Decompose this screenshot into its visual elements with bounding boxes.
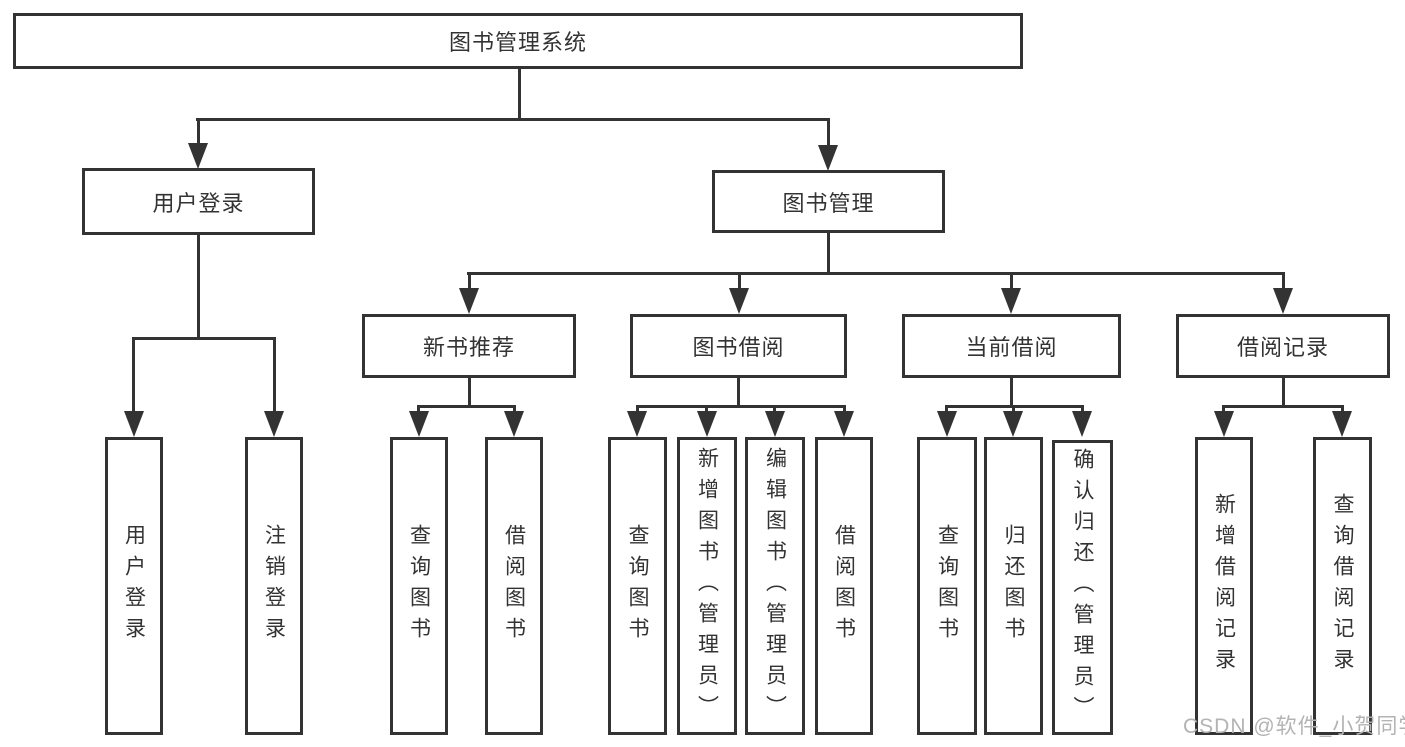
- arrow-down-icon: [1072, 411, 1092, 437]
- leaf-label: 新增图书（管理员）: [695, 446, 719, 726]
- arrow-down-icon: [124, 411, 144, 437]
- leaf-label: 查询借阅记录: [1331, 493, 1354, 679]
- leaf-label: 编辑图书（管理员）: [763, 446, 787, 726]
- arrow-down-icon: [1332, 411, 1352, 437]
- leaf-logout: 注销登录: [245, 437, 303, 735]
- connector-line: [417, 405, 516, 408]
- arrow-down-icon: [409, 411, 429, 437]
- arrow-down-icon: [818, 145, 838, 171]
- connector-line: [518, 69, 521, 118]
- connector-line: [1341, 405, 1344, 414]
- arrow-down-icon: [459, 288, 479, 314]
- arrow-down-icon: [264, 411, 284, 437]
- connector-line: [827, 118, 830, 146]
- connector-line: [417, 405, 420, 414]
- node-current-borrowing: 当前借阅: [902, 314, 1121, 378]
- leaf-return-books: 归还图书: [984, 437, 1043, 735]
- csdn-watermark: CSDN @软件_小贺同学: [1183, 715, 1405, 738]
- leaf-label: 归还图书: [1002, 524, 1025, 648]
- connector-line: [945, 405, 948, 414]
- connector-line: [1012, 405, 1015, 414]
- connector-line: [636, 405, 639, 414]
- arrow-down-icon: [1273, 288, 1293, 314]
- leaf-add-borrow-record: 新增借阅记录: [1195, 437, 1253, 735]
- leaf-query-books-current: 查询图书: [917, 437, 977, 735]
- connector-line: [196, 118, 830, 121]
- leaf-label: 借阅图书: [832, 524, 856, 648]
- connector-line: [197, 235, 200, 337]
- connector-line: [1010, 272, 1013, 290]
- arrow-down-icon: [1001, 288, 1021, 314]
- connector-line: [273, 337, 276, 413]
- connector-line: [773, 405, 776, 414]
- connector-line: [738, 272, 741, 290]
- node-root-library-system: 图书管理系统: [13, 13, 1023, 69]
- leaf-add-books-admin: 新增图书（管理员）: [677, 437, 737, 735]
- arrow-down-icon: [1003, 411, 1023, 437]
- arrow-down-icon: [627, 411, 647, 437]
- leaf-label: 借阅图书: [502, 524, 526, 648]
- leaf-label: 用户登录: [122, 524, 146, 648]
- leaf-label: 查询图书: [626, 524, 649, 648]
- leaf-label: 查询图书: [935, 524, 959, 648]
- leaf-query-books-recommend: 查询图书: [390, 437, 448, 735]
- arrow-down-icon: [188, 143, 208, 169]
- node-user-login: 用户登录: [82, 168, 315, 235]
- leaf-edit-books-admin: 编辑图书（管理员）: [745, 437, 805, 735]
- node-borrowing-records: 借阅记录: [1176, 314, 1390, 378]
- leaf-borrow-books: 借阅图书: [815, 437, 873, 735]
- leaf-query-books-borrowing: 查询图书: [608, 437, 667, 735]
- connector-line: [1010, 378, 1013, 405]
- leaf-label: 注销登录: [262, 524, 286, 648]
- leaf-confirm-return-admin: 确认归还（管理员）: [1052, 440, 1113, 735]
- leaf-label: 新增借阅记录: [1212, 493, 1236, 679]
- connector-line: [737, 378, 740, 405]
- connector-line: [132, 337, 276, 340]
- leaf-query-borrow-record: 查询借阅记录: [1313, 437, 1372, 735]
- arrow-down-icon: [937, 411, 957, 437]
- leaf-label: 查询图书: [407, 524, 431, 648]
- node-book-management: 图书管理: [712, 170, 945, 233]
- node-book-borrowing: 图书借阅: [630, 314, 847, 378]
- node-new-book-recommend: 新书推荐: [362, 314, 576, 378]
- connector-line: [132, 337, 135, 413]
- connector-line: [467, 272, 1285, 275]
- arrow-down-icon: [697, 411, 717, 437]
- connector-line: [197, 118, 200, 146]
- connector-line: [1081, 405, 1084, 414]
- leaf-user-login: 用户登录: [105, 437, 163, 735]
- connector-line: [1222, 405, 1225, 414]
- connector-line: [513, 405, 516, 414]
- leaf-label: 确认归还（管理员）: [1071, 448, 1094, 727]
- arrow-down-icon: [1214, 411, 1234, 437]
- arrow-down-icon: [765, 411, 785, 437]
- arrow-down-icon: [834, 411, 854, 437]
- connector-line: [1282, 272, 1285, 290]
- arrow-down-icon: [504, 411, 524, 437]
- connector-line: [1282, 378, 1285, 405]
- connector-line: [468, 272, 471, 290]
- arrow-down-icon: [729, 288, 749, 314]
- connector-line: [843, 405, 846, 414]
- connector-line: [468, 378, 471, 405]
- connector-line: [705, 405, 708, 414]
- leaf-borrow-books-recommend: 借阅图书: [485, 437, 543, 735]
- connector-line: [636, 405, 846, 408]
- connector-line: [1222, 405, 1344, 408]
- connector-line: [827, 233, 830, 272]
